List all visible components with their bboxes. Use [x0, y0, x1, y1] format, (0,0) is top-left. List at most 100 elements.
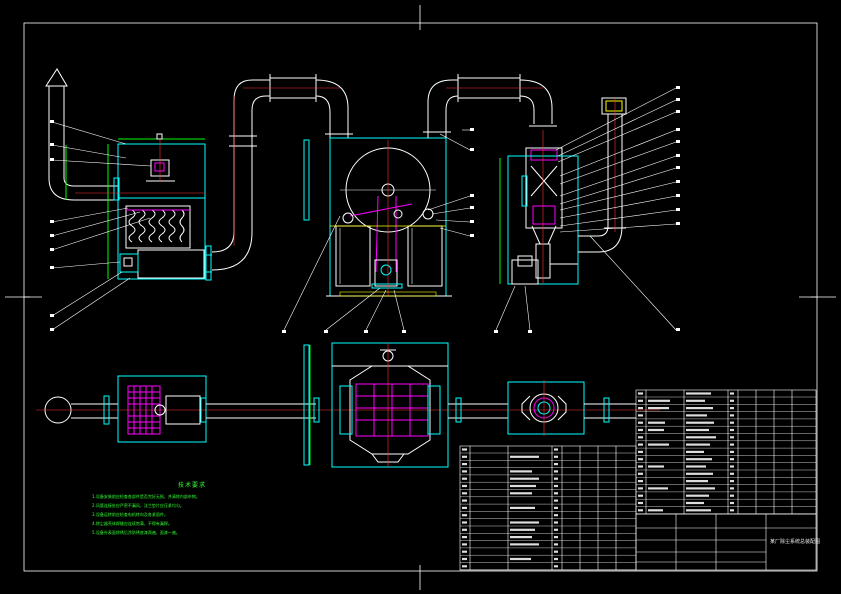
illegible-cell-text: [462, 492, 467, 495]
illegible-cell-text: [462, 565, 467, 568]
illegible-cell-text: [638, 443, 643, 446]
drawing-name: 某厂除尘系统总装配图: [770, 539, 821, 545]
parts-list-entries: [462, 392, 734, 568]
illegible-cell-text: [554, 448, 558, 451]
illegible-cell-text: [462, 550, 467, 553]
illegible-cell-text: [510, 477, 539, 480]
illegible-cell-text: [462, 543, 467, 546]
illegible-cell-text: [554, 521, 558, 524]
illegible-cell-text: [638, 421, 643, 424]
illegible-cell-text: [510, 484, 536, 488]
illegible-cell-text: [462, 536, 467, 539]
illegible-cell-text: [686, 436, 716, 439]
illegible-cell-text: [462, 470, 467, 473]
illegible-cell-text: [730, 458, 734, 461]
parts-list-rows: [460, 396, 816, 570]
illegible-cell-text: [510, 470, 532, 473]
illegible-cell-text: [686, 458, 712, 461]
illegible-cell-text: [462, 455, 467, 458]
illegible-cell-text: [686, 443, 710, 446]
illegible-cell-text: [554, 477, 558, 480]
illegible-cell-text: [638, 480, 643, 483]
illegible-cell-text: [730, 501, 734, 505]
illegible-cell-text: [686, 414, 707, 417]
front-view-right-unit: [499, 97, 627, 285]
illegible-cell-text: [554, 514, 558, 517]
illegible-cell-text: [462, 521, 467, 524]
technical-note-line: 4.除尘器壳体焊缝应连续饱满，不得有漏焊。: [92, 521, 172, 526]
illegible-cell-text: [638, 487, 643, 490]
illegible-cell-text: [638, 472, 643, 475]
illegible-cell-text: [638, 509, 643, 512]
illegible-cell-text: [638, 428, 643, 432]
illegible-cell-text: [686, 472, 713, 475]
duct-left-to-center: [211, 74, 353, 271]
illegible-cell-text: [462, 506, 467, 509]
illegible-cell-text: [648, 509, 663, 512]
illegible-cell-text: [462, 528, 467, 531]
illegible-cell-text: [686, 392, 711, 395]
illegible-cell-text: [554, 499, 558, 502]
illegible-cell-text: [638, 501, 643, 505]
illegible-cell-text: [462, 514, 467, 517]
front-view-center-unit: [303, 137, 452, 297]
duct-center-to-right: [423, 74, 557, 138]
technical-notes: 技术要求 1.设备安装前应检查各部件是否完好无损，并清除内部杂物。 2.风管连接…: [92, 480, 292, 537]
illegible-cell-text: [462, 477, 467, 480]
illegible-cell-text: [510, 506, 535, 509]
illegible-cell-text: [686, 450, 704, 453]
illegible-cell-text: [686, 465, 706, 468]
illegible-cell-text: [638, 494, 643, 497]
illegible-cell-text: [510, 521, 539, 524]
illegible-cell-text: [510, 455, 539, 458]
drawing-frame: [5, 5, 836, 590]
illegible-cell-text: [730, 487, 734, 490]
illegible-cell-text: [730, 509, 734, 512]
illegible-cell-text: [638, 436, 643, 439]
illegible-cell-text: [554, 543, 558, 546]
illegible-cell-text: [554, 470, 558, 473]
illegible-cell-text: [686, 428, 709, 432]
illegible-cell-text: [730, 494, 734, 497]
illegible-cell-text: [686, 407, 713, 410]
illegible-cell-text: [554, 528, 558, 531]
illegible-cell-text: [510, 492, 532, 495]
illegible-cell-text: [638, 458, 643, 461]
illegible-cell-text: [730, 472, 734, 475]
illegible-cell-text: [554, 506, 558, 509]
technical-note-line: 5.设备外表面除锈后涂防锈底漆两遍、面漆一遍。: [92, 530, 180, 535]
illegible-cell-text: [510, 543, 539, 546]
illegible-cell-text: [648, 443, 669, 446]
illegible-cell-text: [648, 487, 668, 490]
illegible-cell-text: [638, 392, 643, 395]
illegible-cell-text: [686, 494, 709, 497]
illegible-cell-text: [730, 407, 734, 410]
illegible-cell-text: [554, 550, 558, 553]
illegible-cell-text: [730, 436, 734, 439]
front-view-left-unit: [45, 68, 212, 281]
illegible-cell-text: [554, 463, 558, 466]
illegible-cell-text: [462, 448, 467, 451]
illegible-cell-text: [462, 484, 467, 488]
illegible-cell-text: [554, 557, 558, 561]
illegible-cell-text: [462, 499, 467, 502]
illegible-cell-text: [686, 501, 704, 505]
parts-list-table: [459, 389, 817, 571]
illegible-cell-text: [462, 557, 467, 561]
illegible-cell-text: [686, 487, 715, 490]
illegible-cell-text: [638, 407, 643, 410]
illegible-cell-text: [686, 509, 711, 512]
illegible-cell-text: [554, 565, 558, 568]
illegible-cell-text: [638, 399, 643, 402]
illegible-cell-text: [554, 492, 558, 495]
illegible-cell-text: [730, 480, 734, 483]
illegible-cell-text: [648, 421, 665, 424]
item-balloon-marks: [50, 86, 680, 333]
illegible-cell-text: [730, 392, 734, 395]
illegible-cell-text: [554, 455, 558, 458]
technical-notes-title: 技术要求: [177, 482, 206, 489]
illegible-cell-text: [730, 428, 734, 432]
illegible-cell-text: [638, 465, 643, 468]
plan-view: [36, 342, 660, 468]
